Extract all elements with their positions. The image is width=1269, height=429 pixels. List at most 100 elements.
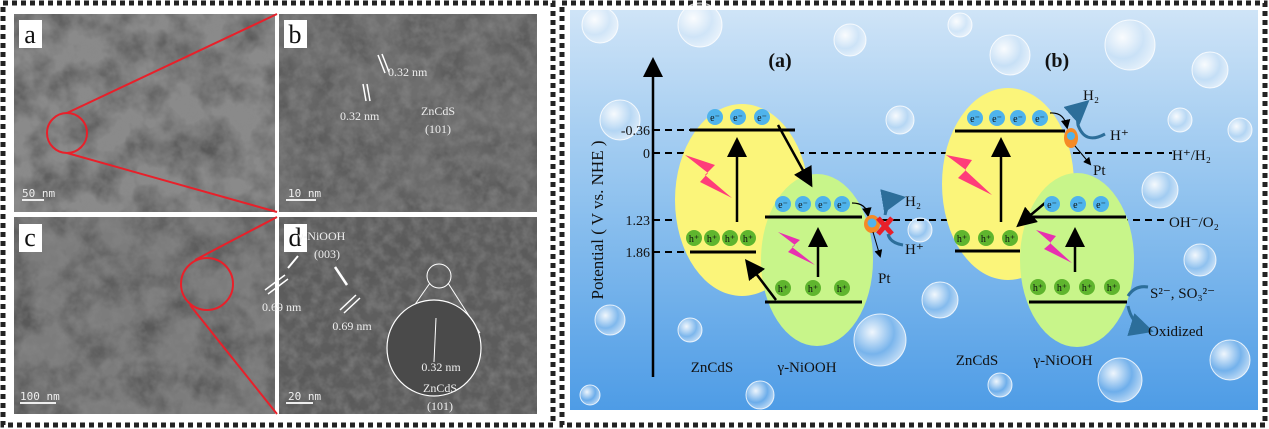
zncds-label: ZnCdS	[691, 360, 734, 376]
plane-label: (101)	[425, 122, 451, 136]
charge-carrier	[754, 109, 770, 125]
charge-carrier	[815, 196, 831, 212]
charge-carrier	[775, 280, 791, 296]
tem-panel-a: a 50 nm	[14, 14, 275, 212]
bubble	[745, 380, 775, 410]
panel-letter-d: d	[289, 223, 302, 252]
scheme-title: (a)	[768, 50, 791, 72]
charge-carrier	[704, 230, 720, 246]
hole-transfer-arrow	[744, 259, 777, 301]
carrier-label: e⁻	[1096, 200, 1106, 211]
charge-carrier	[686, 230, 702, 246]
charge-carrier	[740, 230, 756, 246]
charge-carrier	[834, 280, 850, 296]
redox-level-o2: OH⁻/O₂	[1169, 215, 1219, 231]
niooh-label: γ-NiOOH	[776, 360, 836, 376]
carrier-label: h⁺	[808, 284, 818, 295]
electron-transfer-arrow	[1016, 202, 1046, 228]
panel-letter-box	[19, 20, 42, 48]
scheme-b: (b) e⁻e⁻e⁻e⁻e⁻e⁻e⁻ h⁺h⁺h⁺h⁺h⁺h⁺h⁺ H₂ H⁺ …	[942, 50, 1219, 369]
reactant-hplus: H⁺	[905, 242, 924, 258]
charge-carrier	[1032, 110, 1048, 126]
lattice-spacing: 0.69 nm	[262, 300, 302, 314]
carrier-label: h⁺	[1033, 283, 1043, 294]
zoom-lines	[66, 13, 278, 415]
bubble	[1104, 19, 1156, 71]
lightning-icon	[1036, 230, 1072, 263]
arrow-icon	[333, 266, 349, 286]
lightning-icon	[685, 155, 732, 198]
carrier-label: h⁺	[707, 234, 717, 245]
tick-label: 1.23	[626, 214, 651, 229]
charge-carrier	[707, 109, 723, 125]
charge-carrier	[967, 110, 983, 126]
scale-bar-label: 50 nm	[22, 187, 55, 200]
panel-letter-b: b	[289, 20, 302, 49]
panel-letter-c: c	[24, 223, 36, 252]
carrier-label: e⁻	[1035, 114, 1045, 125]
charge-carrier	[1010, 110, 1026, 126]
scheme-a: (a) e⁻e⁻e⁻e⁻e⁻e⁻e⁻ h⁺h⁺h⁺h⁺h⁺h⁺h⁺	[675, 50, 924, 376]
phase-label: ZnCdS	[423, 381, 457, 395]
tem-panel-b: b 0.32 nm 0.32 nm ZnCdS (101) 10 nm	[279, 14, 537, 212]
oxidized-label: Oxidized	[1148, 324, 1203, 340]
charge-carrier	[1079, 279, 1095, 295]
tem-panel-d: d γ-NiOOH (003) 0.69 nm 0.69 nm 0.32 nm …	[262, 217, 537, 414]
panel-letter-a: a	[24, 20, 36, 49]
axis-label: Potential ( V vs. NHE )	[588, 141, 607, 300]
tick-label: -0.36	[621, 124, 650, 139]
charge-carrier	[730, 109, 746, 125]
sacrificial-agent-label: S²⁻, SO₃²⁻	[1150, 286, 1215, 302]
bubble	[594, 304, 626, 336]
plane-label: (003)	[314, 247, 340, 261]
charge-carrier	[989, 110, 1005, 126]
electrons: e⁻e⁻e⁻e⁻e⁻e⁻e⁻	[707, 109, 850, 212]
bubble	[947, 12, 973, 38]
tem-panel-c: c 100 nm	[14, 217, 275, 414]
carrier-label: e⁻	[1073, 200, 1083, 211]
zncds-label: ZnCdS	[956, 353, 999, 369]
band-diagram-figure: Potential ( V vs. NHE ) -0.36 0 1.23 1.8…	[559, 0, 1268, 428]
bubble	[1227, 117, 1253, 143]
bubble	[1141, 171, 1179, 209]
carrier-label: e⁻	[798, 200, 808, 211]
carrier-label: h⁺	[778, 284, 788, 295]
charge-carrier	[1002, 230, 1018, 246]
charge-carrier	[1104, 279, 1120, 295]
lattice-spacing: 0.32 nm	[340, 109, 380, 123]
lattice-spacing: 0.32 nm	[388, 65, 428, 79]
carrier-label: h⁺	[725, 234, 735, 245]
pt-label: Pt	[878, 271, 891, 287]
carrier-label: e⁻	[818, 200, 828, 211]
lattice-spacing: 0.69 nm	[332, 319, 372, 333]
bubbles	[579, 2, 1253, 410]
holes: h⁺h⁺h⁺h⁺h⁺h⁺h⁺	[954, 230, 1120, 295]
charge-carrier	[954, 230, 970, 246]
bubble	[853, 313, 907, 367]
pt-label: Pt	[1093, 163, 1106, 179]
carrier-label: e⁻	[710, 113, 720, 124]
carrier-label: h⁺	[957, 234, 967, 245]
bubble	[921, 281, 959, 319]
charge-carrier	[978, 230, 994, 246]
carrier-label: e⁻	[733, 113, 743, 124]
phase-label: γ-NiOOH	[297, 229, 346, 243]
electron-transfer-arrow	[776, 124, 813, 188]
carrier-label: e⁻	[778, 200, 788, 211]
carrier-label: h⁺	[1107, 283, 1117, 294]
product-h2: H₂	[905, 194, 921, 210]
plane-label: (101)	[427, 399, 453, 413]
bubble	[1167, 107, 1193, 133]
tick-label: 0	[643, 147, 650, 162]
bubble	[1209, 339, 1251, 381]
background	[570, 10, 1258, 410]
bubble	[989, 34, 1031, 76]
zoom-circle	[180, 257, 234, 311]
charge-carrier	[1070, 196, 1086, 212]
carrier-label: h⁺	[743, 234, 753, 245]
lattice-spacing: 0.32 nm	[421, 360, 461, 374]
charge-carrier	[1093, 196, 1109, 212]
charge-carrier	[795, 196, 811, 212]
carrier-label: e⁻	[837, 200, 847, 211]
